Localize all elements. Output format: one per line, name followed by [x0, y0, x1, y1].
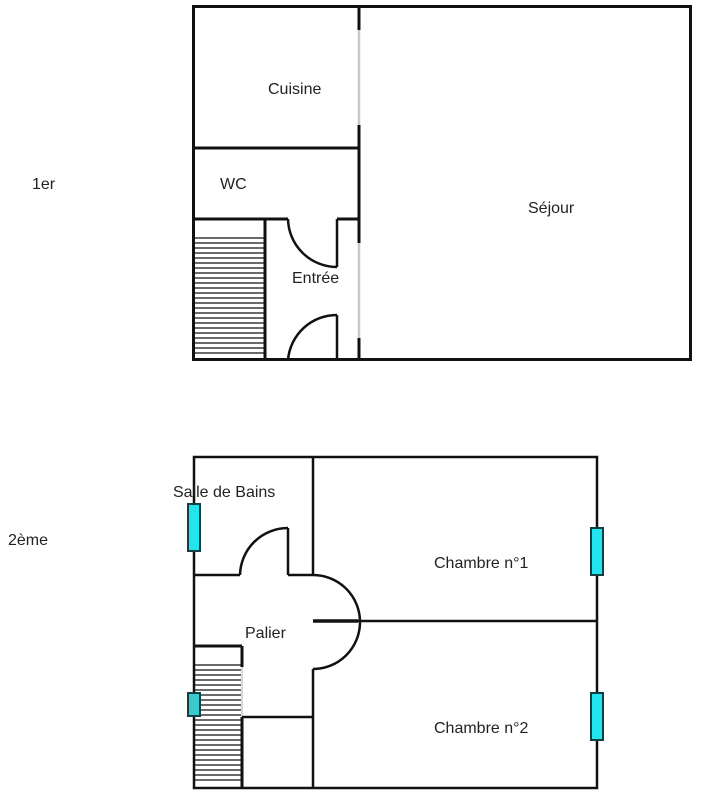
floor-2 — [187, 455, 604, 790]
window-stairs — [187, 692, 201, 717]
window-bedroom-1 — [590, 527, 604, 576]
window-bathroom — [187, 503, 201, 552]
room-label-chambre-2: Chambre n°2 — [434, 720, 529, 737]
door-swing-entrance — [286, 313, 338, 361]
window-bedroom-2 — [590, 692, 604, 741]
stairs-floor-1 — [194, 237, 264, 354]
room-label-cuisine: Cuisine — [268, 81, 321, 98]
room-label-chambre-1: Chambre n°1 — [434, 555, 529, 572]
door-swing-bathroom — [238, 526, 289, 576]
room-label-wc: WC — [220, 176, 247, 193]
room-label-palier: Palier — [245, 625, 287, 642]
door-swing-wc — [286, 218, 338, 269]
room-label-entree: Entrée — [292, 270, 339, 287]
floor-2-outer-wall — [192, 455, 599, 790]
stairs-floor-2 — [195, 664, 241, 781]
floor-label-1: 1er — [32, 176, 56, 193]
floor-label-2: 2ème — [8, 532, 48, 549]
floor-1-outer-wall — [192, 5, 692, 361]
door-swing-bedrooms — [312, 573, 362, 671]
room-label-sejour: Séjour — [528, 200, 575, 217]
room-label-salle-de-bains: Salle de Bains — [173, 484, 275, 501]
floor-1 — [192, 5, 692, 361]
